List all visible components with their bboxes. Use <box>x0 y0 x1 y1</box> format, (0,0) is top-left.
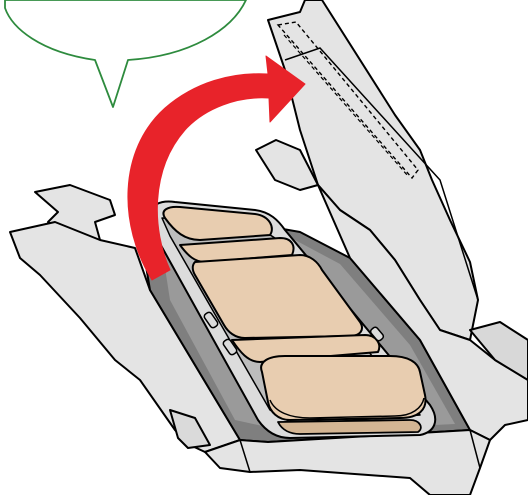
cot-cushion-foot-shadow <box>278 420 421 434</box>
cot-cushion-foot <box>261 356 425 420</box>
